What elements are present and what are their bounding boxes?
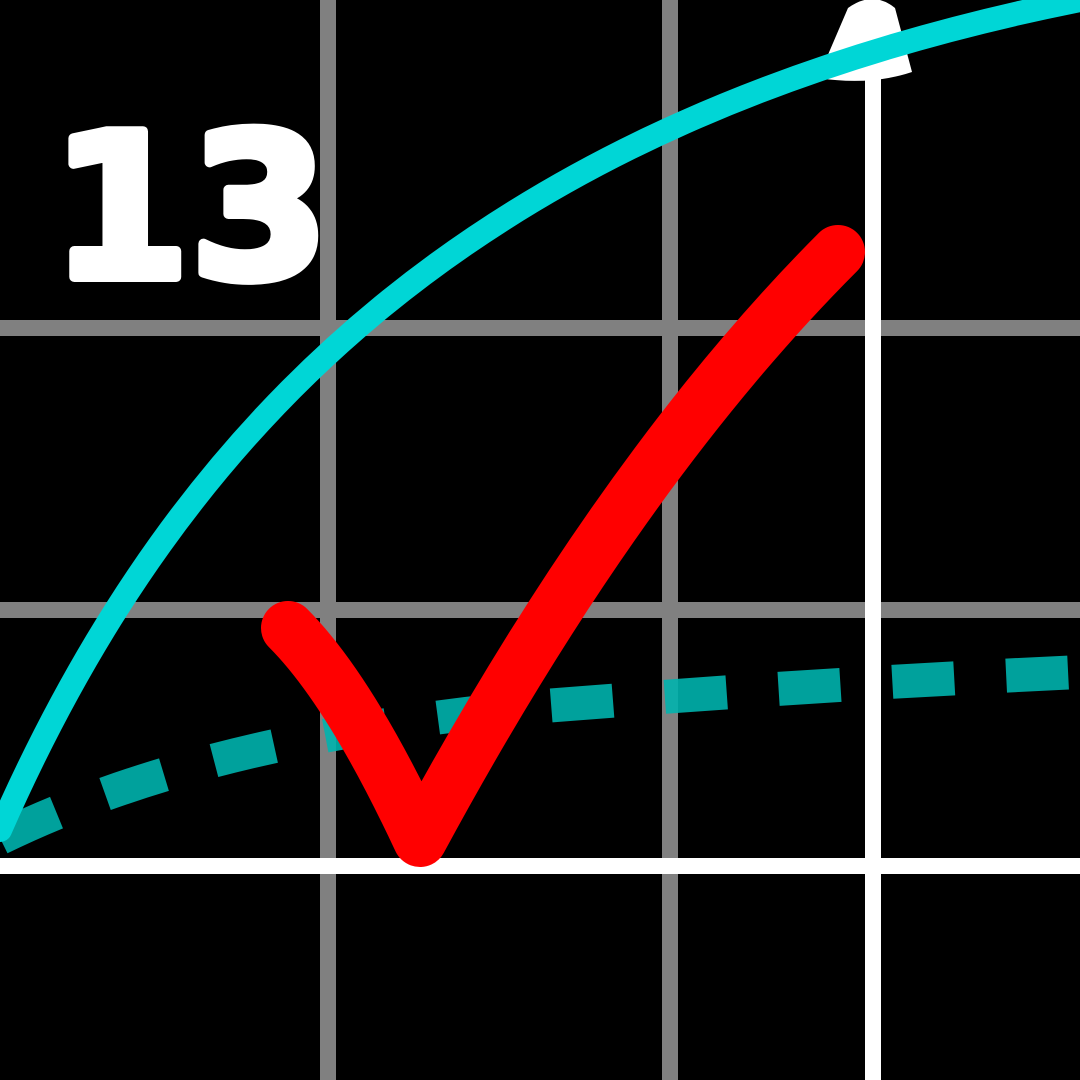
- dashed-curve: [0, 655, 1080, 854]
- checkmark-icon: [261, 225, 865, 867]
- solid-curve: [0, 0, 1080, 842]
- axes: [0, 60, 1080, 1080]
- number-label: 13: [51, 92, 329, 325]
